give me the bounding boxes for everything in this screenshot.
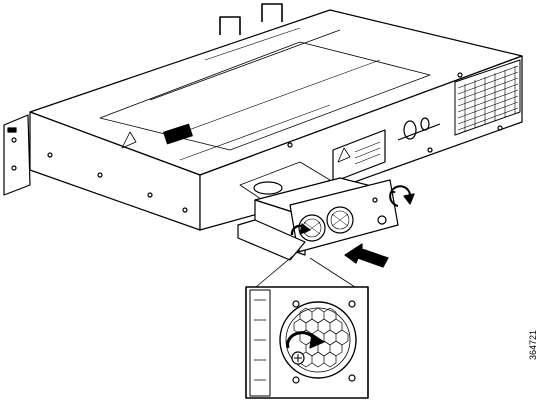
fan-module-front-plate: [289, 179, 399, 253]
figure-id-label: 364721: [528, 329, 538, 360]
handle-2: [261, 3, 283, 22]
inset-fan: [279, 301, 357, 379]
inset-rotate-arrow: [286, 331, 325, 349]
warning-triangle-top: [121, 131, 137, 149]
captive-screw: [377, 215, 387, 225]
inset-fan-grille: [293, 307, 349, 368]
handle-1: [219, 16, 241, 35]
detail-inset-frame: [245, 286, 369, 399]
rotate-arrow-fan-module: [290, 223, 311, 236]
fan-module-tray: [237, 219, 306, 261]
leader-line-right: [309, 257, 356, 288]
fan-module: [237, 177, 399, 261]
top-label-panel: [99, 41, 431, 151]
ground-lug: [397, 117, 441, 141]
warning-label: [332, 129, 386, 183]
chassis: [3, 3, 523, 231]
top-black-label: [163, 123, 193, 145]
fan-2: [326, 206, 354, 234]
fan-1: [298, 214, 326, 242]
rotate-arrow-upper: [389, 185, 415, 207]
leader-line-left: [255, 249, 301, 288]
vent-grille: [454, 59, 521, 136]
detail-inset: [245, 286, 369, 399]
insert-arrow: [344, 243, 389, 268]
rack-ear: [3, 114, 31, 196]
